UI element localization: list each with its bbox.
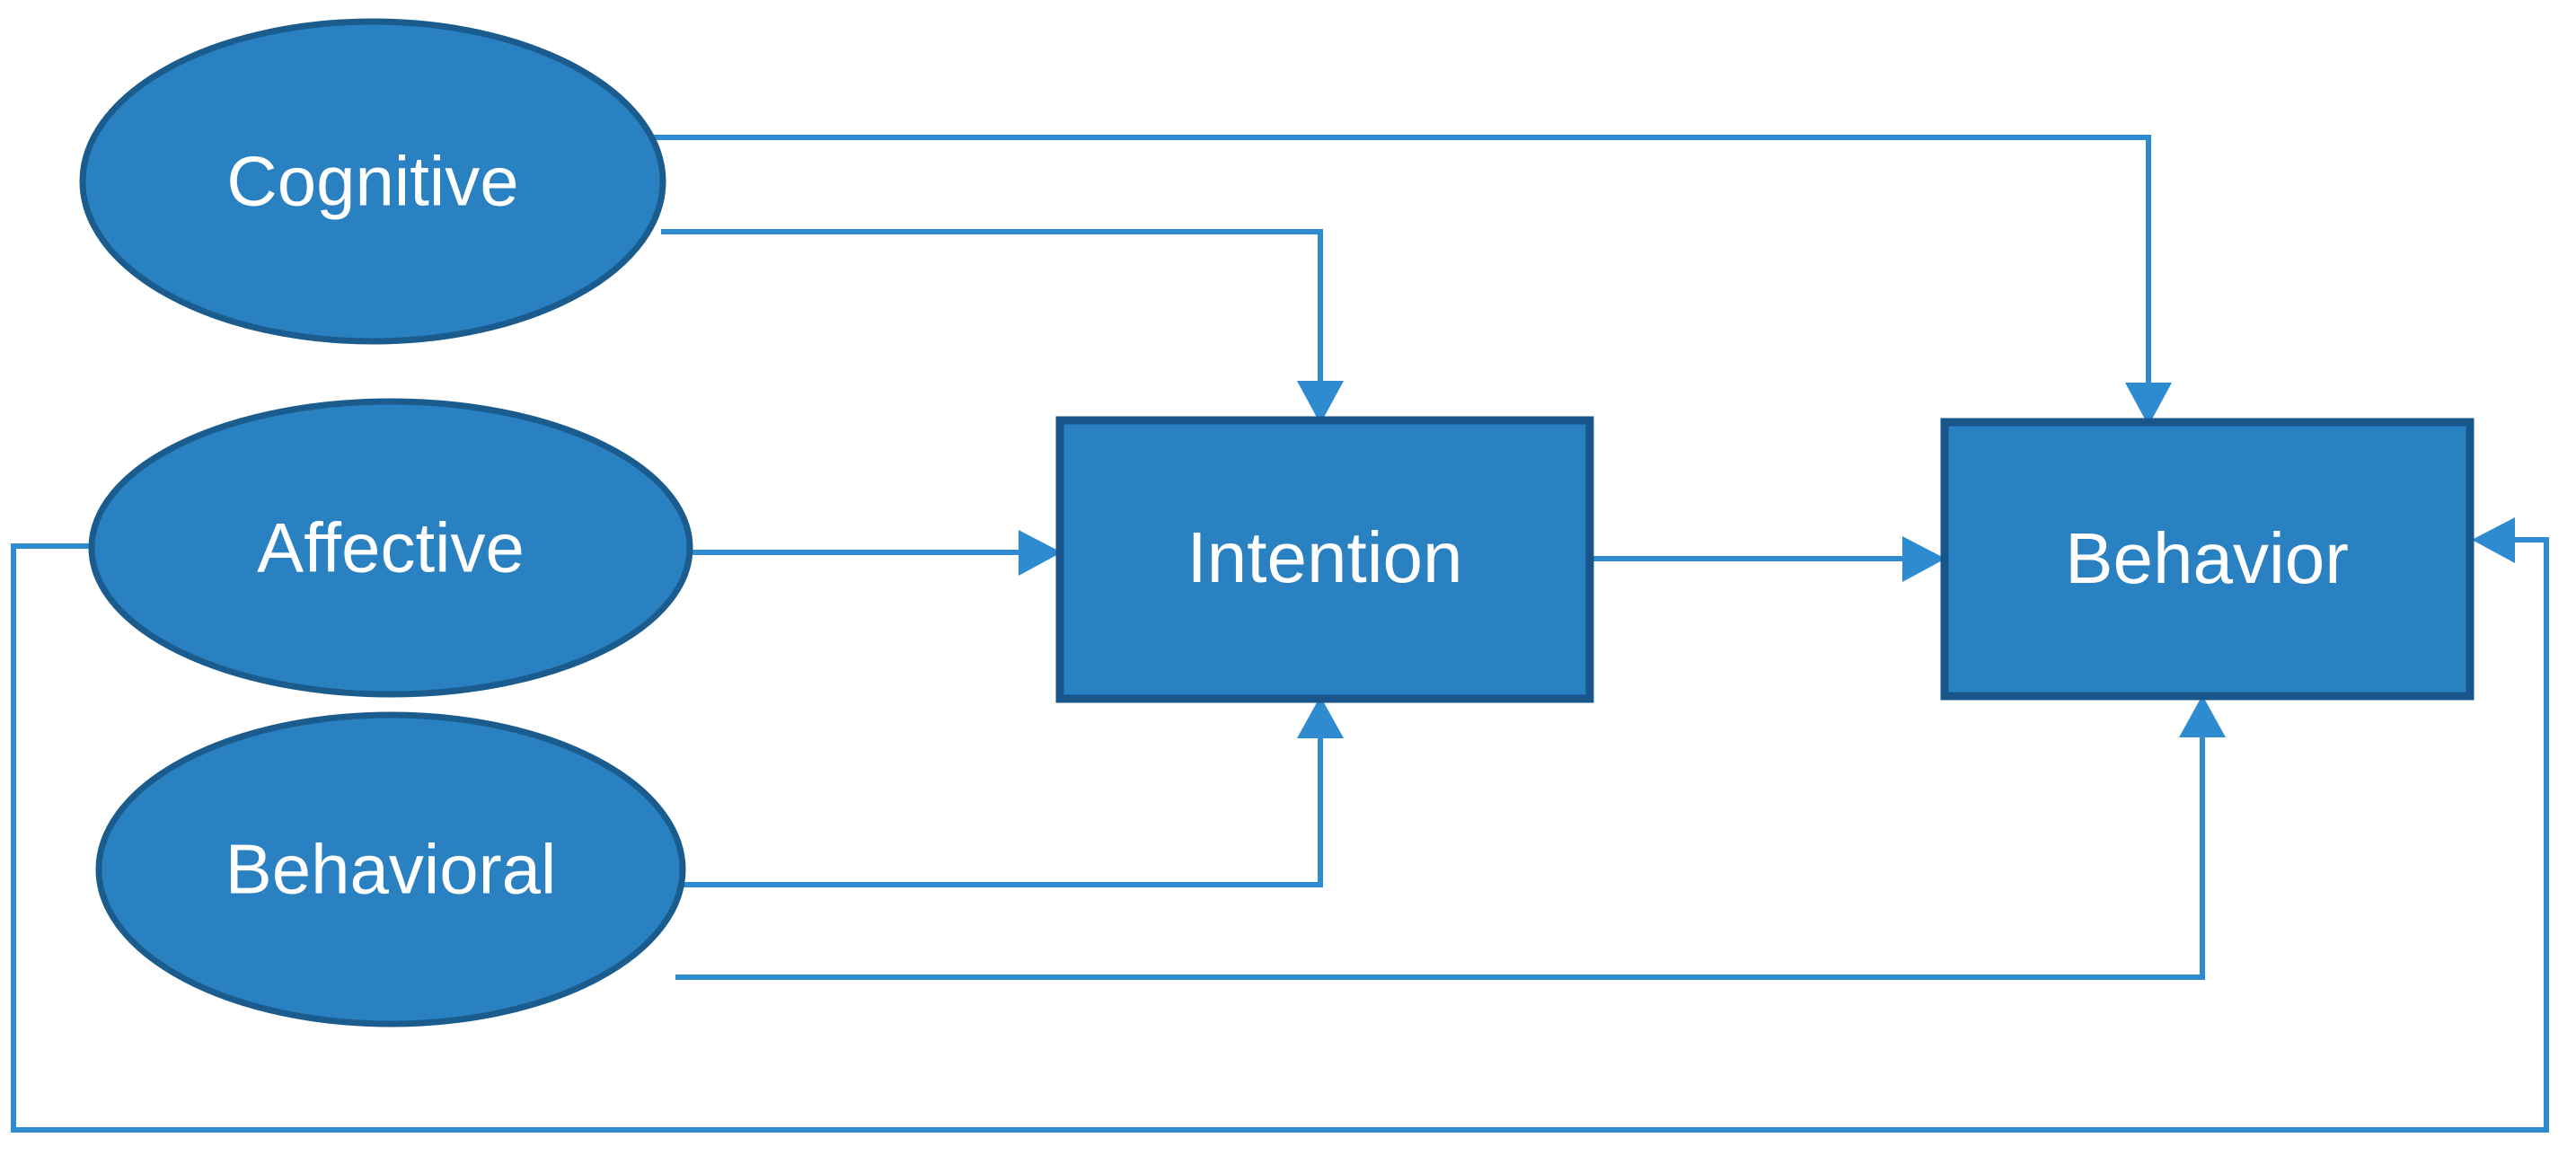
- edge-cognitive-to-intention-arrowhead: [1297, 381, 1344, 424]
- behavioral-ellipse-shape[interactable]: [95, 711, 686, 1027]
- node-intention[interactable]: Intention: [1055, 416, 1594, 703]
- affective-ellipse-shape[interactable]: [88, 398, 693, 698]
- edge-affective-to-intention: [690, 530, 1062, 576]
- edge-behavioral-to-behavior-line: [675, 719, 2205, 980]
- node-affective[interactable]: Affective: [88, 398, 693, 698]
- edge-cognitive-to-intention-line: [661, 229, 1323, 404]
- node-cognitive[interactable]: Cognitive: [79, 18, 666, 345]
- edge-behavioral-to-intention-arrowhead: [1297, 696, 1344, 738]
- intention-rect-shape[interactable]: [1055, 416, 1594, 703]
- behavior-rect-shape[interactable]: [1940, 418, 2475, 701]
- edge-behavior-feedback-line: [11, 537, 2549, 1133]
- node-behavioral[interactable]: Behavioral: [95, 711, 686, 1027]
- cognitive-label: Cognitive: [226, 142, 518, 221]
- edge-behavior-feedback-to-affective: [11, 517, 2549, 1133]
- edge-cognitive-to-behavior-arrowhead: [2125, 383, 2172, 426]
- intention-label: Intention: [1187, 517, 1463, 597]
- edge-behavioral-to-behavior-arrowhead: [2179, 695, 2226, 737]
- edge-affective-to-intention-arrowhead: [1019, 530, 1062, 576]
- edge-behavioral-to-behavior: [675, 695, 2226, 980]
- behavioral-label: Behavioral: [225, 830, 557, 909]
- node-behavior[interactable]: Behavior: [1940, 418, 2475, 701]
- edge-behavioral-to-intention: [678, 696, 1344, 887]
- edge-intention-to-behavior: [1592, 536, 1945, 582]
- edge-cognitive-to-behavior: [649, 135, 2172, 426]
- edge-behavior-feedback-arrowhead: [2472, 517, 2515, 563]
- edge-cognitive-to-intention: [661, 229, 1344, 424]
- edge-behavioral-to-intention-line: [678, 719, 1323, 887]
- affective-label: Affective: [257, 508, 525, 587]
- edge-intention-to-behavior-arrowhead: [1902, 536, 1945, 582]
- cognitive-ellipse-shape[interactable]: [79, 18, 666, 345]
- behavior-label: Behavior: [2065, 518, 2349, 598]
- edge-cognitive-to-behavior-line: [649, 135, 2151, 406]
